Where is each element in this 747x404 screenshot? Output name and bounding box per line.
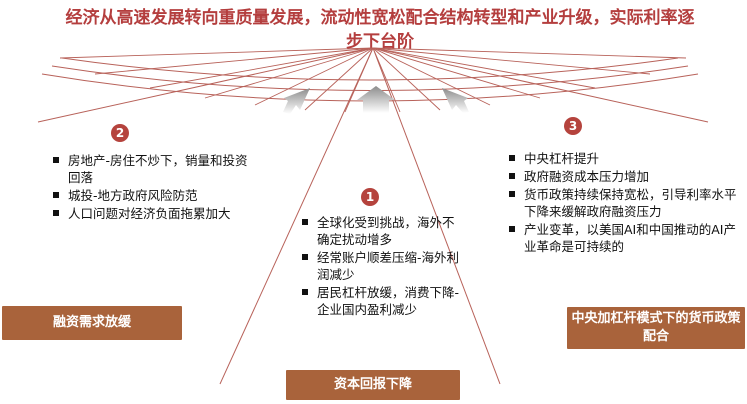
fan-ray — [204, 47, 374, 99]
fan-ray — [254, 47, 374, 106]
fan-ray — [372, 47, 541, 99]
center-bullet-list: 全球化受到挑战，海外不确定扰动增多 经常账户顺差压缩-海外利润减少 居民杠杆放缓… — [301, 214, 459, 319]
fan-ray-long — [372, 47, 501, 385]
list-item: 中央杠杆提升 — [508, 150, 738, 167]
fan-ray-long — [37, 47, 374, 123]
fan-ray — [372, 47, 491, 106]
box-financing-demand: 融资需求放缓 — [2, 306, 182, 340]
fan-ray — [372, 47, 441, 111]
fan-arc — [61, 57, 679, 81]
list-item: 居民杠杆放缓，消费下降-企业国内盈利减少 — [301, 284, 459, 318]
list-item: 产业变革，以美国AI和中国推动的AI产业革命是可持续的 — [508, 221, 738, 255]
left-bullet-list: 房地产-房住不炒下，销量和投资回落 城投-地方政府风险防范 人口问题对经济负面拖… — [52, 152, 252, 223]
fan-ray — [372, 47, 687, 59]
right-bullet-list: 中央杠杆提升 政府融资成本压力增加 货币政策持续保持宽松，引导利率水平下降来缓解… — [508, 150, 738, 256]
fan-arc — [51, 65, 689, 91]
fan-ray — [372, 47, 651, 75]
fan-ray — [149, 47, 374, 89]
list-item: 全球化受到挑战，海外不确定扰动增多 — [301, 214, 459, 248]
box-monetary-policy: 中央加杠杆模式下的货币政策配合 — [567, 307, 745, 349]
list-item: 货币政策持续保持宽松，引导利率水平下降来缓解政府融资压力 — [508, 186, 738, 220]
fan-ray-long — [219, 47, 374, 385]
list-item: 政府融资成本压力增加 — [508, 168, 738, 185]
section-number-2: 2 — [111, 124, 129, 142]
up-arrow-icon — [283, 88, 310, 114]
list-item: 经常账户顺差压缩-海外利润减少 — [301, 249, 459, 283]
up-arrow-icon — [442, 88, 469, 113]
fan-ray — [304, 47, 374, 111]
fan-ray-long — [372, 47, 709, 123]
fan-ray — [59, 47, 374, 59]
page-title: 经济从高速发展转向重质量发展，流动性宽松配合结构转型和产业升级，实际利率逐步下台… — [65, 8, 695, 52]
box-capital-return: 资本回报下降 — [286, 370, 460, 400]
section-number-3: 3 — [564, 117, 582, 135]
section-number-1: 1 — [361, 188, 379, 206]
list-item: 城投-地方政府风险防范 — [52, 187, 252, 204]
up-arrow-icon — [357, 86, 395, 113]
fan-ray — [94, 47, 374, 75]
list-item: 人口问题对经济负面拖累加大 — [52, 205, 252, 222]
list-item: 房地产-房住不炒下，销量和投资回落 — [52, 152, 252, 186]
fan-ray — [372, 47, 596, 89]
